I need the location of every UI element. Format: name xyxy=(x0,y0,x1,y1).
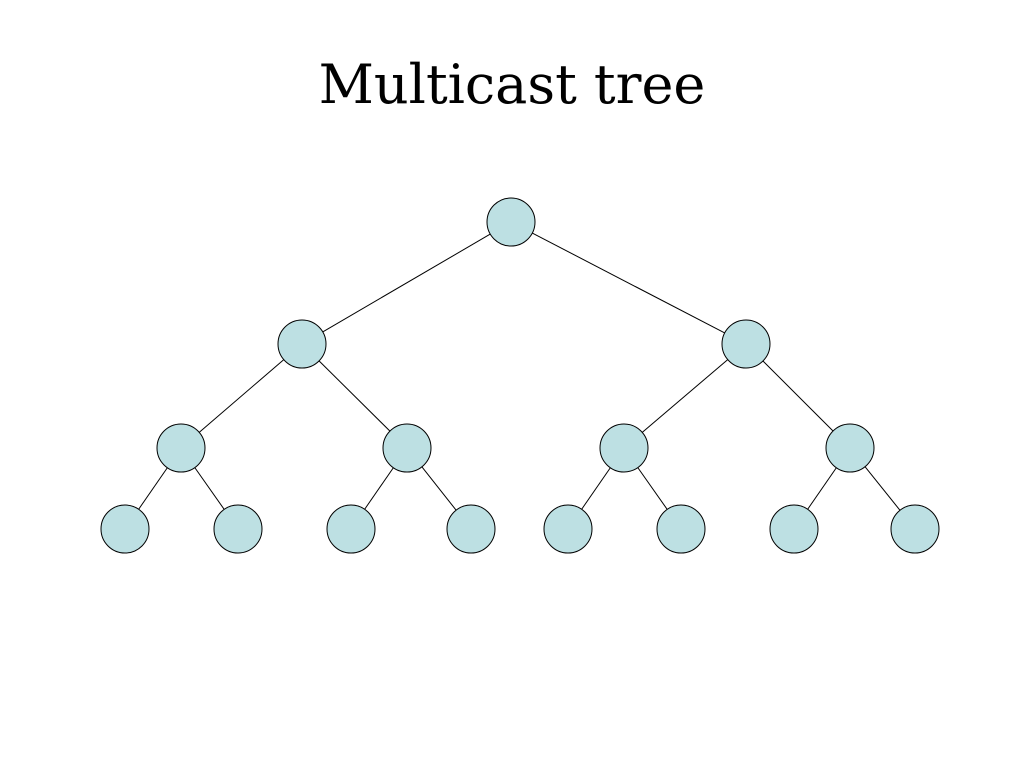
tree-edges xyxy=(138,232,901,511)
edge-l2-2-l3-5 xyxy=(637,467,668,510)
tree-node-l2-1 xyxy=(382,423,432,473)
edge-l2-0-l3-1 xyxy=(194,467,225,510)
tree-node-l3-7 xyxy=(890,504,940,554)
edge-l1-0-l2-1 xyxy=(318,360,391,432)
tree-node-l3-5 xyxy=(656,504,706,554)
tree-node-l1-1 xyxy=(721,319,771,369)
tree-node-l2-3 xyxy=(825,423,875,473)
edge-l2-3-l3-6 xyxy=(807,467,837,510)
tree-node-l3-4 xyxy=(543,504,593,554)
edge-l2-2-l3-4 xyxy=(581,467,611,510)
edge-l2-0-l3-0 xyxy=(138,467,168,510)
slide-title: Multicast tree xyxy=(318,53,706,116)
tree-node-l2-0 xyxy=(156,423,206,473)
edge-l1-0-l2-0 xyxy=(198,359,285,433)
edge-root-l1-1 xyxy=(532,232,725,334)
edge-l1-1-l2-2 xyxy=(641,359,729,433)
edge-l1-1-l2-3 xyxy=(762,360,834,432)
tree-node-l3-1 xyxy=(213,504,263,554)
edge-l2-3-l3-7 xyxy=(864,466,901,511)
tree-node-l2-2 xyxy=(599,423,649,473)
tree-node-l3-3 xyxy=(446,504,496,554)
edge-l2-1-l3-2 xyxy=(364,467,394,510)
tree-node-l3-0 xyxy=(100,504,150,554)
edge-l2-1-l3-3 xyxy=(421,466,457,511)
tree-node-root xyxy=(486,197,536,247)
tree-nodes xyxy=(100,197,940,554)
edge-root-l1-0 xyxy=(322,233,491,333)
tree-node-l3-2 xyxy=(326,504,376,554)
tree-node-l3-6 xyxy=(769,504,819,554)
tree-node-l1-0 xyxy=(277,319,327,369)
